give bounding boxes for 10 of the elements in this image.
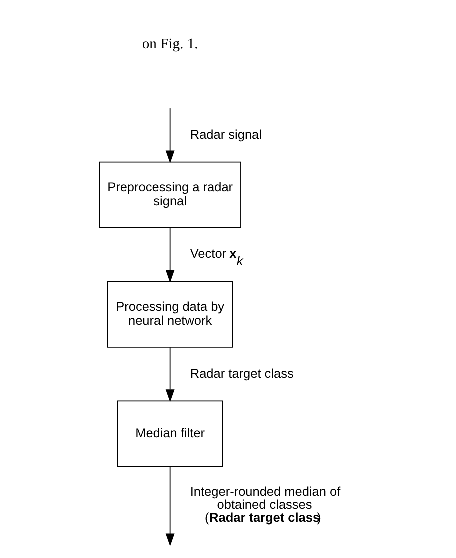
edge-label: Radar target class <box>190 366 294 382</box>
node-box: Median filter <box>117 400 224 468</box>
arrow <box>166 108 175 164</box>
node-box: Processing data by neural network <box>107 281 234 348</box>
arrow <box>166 347 175 402</box>
edge-label: Radar signal <box>190 127 262 142</box>
node-box: Preprocessing a radar signal <box>99 162 242 228</box>
label: on Fig. 1. <box>142 36 198 52</box>
arrow <box>166 228 175 283</box>
arrow <box>166 466 175 547</box>
